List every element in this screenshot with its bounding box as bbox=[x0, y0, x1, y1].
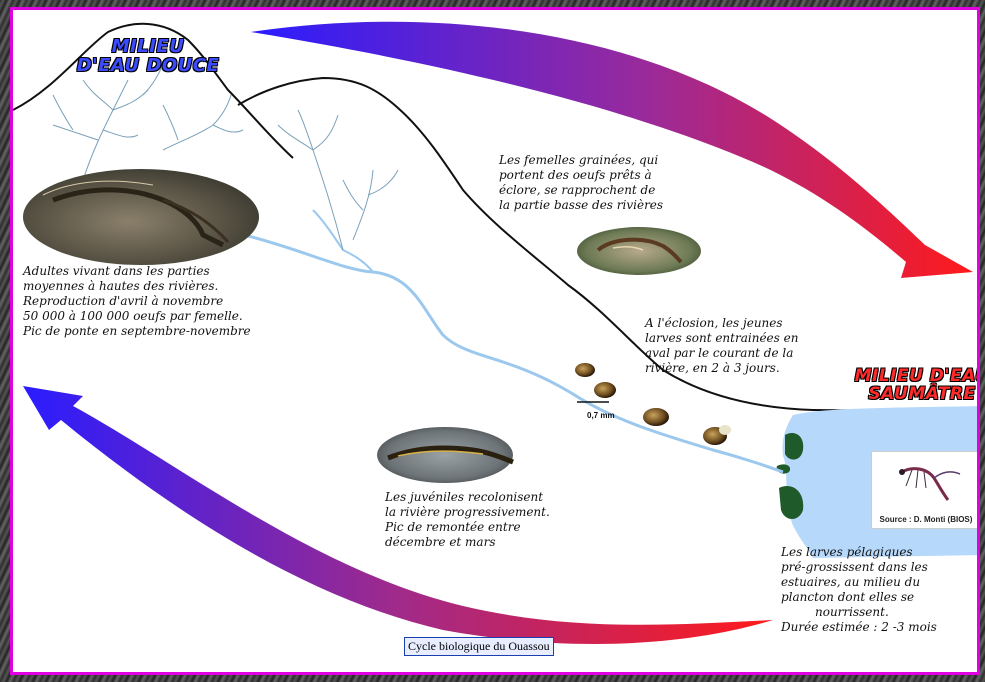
photo-adult-shrimp bbox=[23, 169, 259, 265]
photo-gravid-female bbox=[577, 227, 701, 275]
note-line: Durée estimée : 2 -3 mois bbox=[781, 620, 937, 635]
egg-2 bbox=[594, 382, 616, 398]
note-juveniles: Les juvéniles recolonisent la rivière pr… bbox=[385, 490, 550, 550]
egg-scale-label: 0,7 mm bbox=[587, 411, 615, 420]
larva-photo-box: Source : D. Monti (BIOS) bbox=[871, 451, 980, 529]
note-line: nourrissent. bbox=[781, 605, 937, 620]
note-line: portent des oeufs prêts à bbox=[499, 168, 663, 183]
note-line: aval par le courant de la bbox=[645, 346, 798, 361]
note-line: A l'éclosion, les jeunes bbox=[645, 316, 798, 331]
note-line: éclore, se rapprochent de bbox=[499, 183, 663, 198]
note-line: Les femelles grainées, qui bbox=[499, 153, 663, 168]
note-line: la partie basse des rivières bbox=[499, 198, 663, 213]
egg-3 bbox=[643, 408, 669, 426]
note-hatching: A l'éclosion, les jeunes larves sont ent… bbox=[645, 316, 798, 376]
brackish-water-title: MILIEU D'EAU SAUMÂTRE bbox=[848, 368, 980, 404]
note-line: Pic de ponte en septembre-novembre bbox=[23, 324, 251, 339]
fresh-water-title: MILIEU D'EAU DOUCE bbox=[53, 38, 243, 76]
note-line: la rivière progressivement. bbox=[385, 505, 550, 520]
note-line: pré-grossissent dans les bbox=[781, 560, 937, 575]
note-adults: Adultes vivant dans les parties moyennes… bbox=[23, 264, 251, 339]
note-line: larves sont entrainées en bbox=[645, 331, 798, 346]
photo-juvenile bbox=[377, 427, 513, 483]
note-line: Les larves pélagiques bbox=[781, 545, 937, 560]
egg-1 bbox=[575, 363, 595, 377]
note-line: estuaires, au milieu du bbox=[781, 575, 937, 590]
note-larvae: Les larves pélagiques pré-grossissent da… bbox=[781, 545, 937, 635]
note-line: 50 000 à 100 000 oeufs par femelle. bbox=[23, 309, 251, 324]
egg-5 bbox=[719, 425, 731, 435]
fresh-water-title-line: D'EAU DOUCE bbox=[53, 57, 243, 76]
river-branch bbox=[313, 210, 373, 272]
diagram-caption: Cycle biologique du Ouassou bbox=[404, 637, 554, 656]
source-label: Source : D. Monti (BIOS) bbox=[872, 515, 980, 524]
note-females: Les femelles grainées, qui portent des o… bbox=[499, 153, 663, 213]
note-line: moyennes à hautes des rivières. bbox=[23, 279, 251, 294]
tributaries-left bbox=[53, 65, 243, 180]
note-line: Pic de remontée entre bbox=[385, 520, 550, 535]
tributaries-right bbox=[278, 110, 398, 250]
note-line: Les juvéniles recolonisent bbox=[385, 490, 550, 505]
larva-icon bbox=[872, 452, 980, 512]
brackish-water-title-line: SAUMÂTRE bbox=[848, 386, 980, 404]
note-line: Adultes vivant dans les parties bbox=[23, 264, 251, 279]
note-line: décembre et mars bbox=[385, 535, 550, 550]
diagram-panel: MILIEU D'EAU DOUCE MILIEU D'EAU SAUMÂTRE… bbox=[10, 7, 980, 675]
note-line: plancton dont elles se bbox=[781, 590, 937, 605]
note-line: rivière, en 2 à 3 jours. bbox=[645, 361, 798, 376]
note-line: Reproduction d'avril à novembre bbox=[23, 294, 251, 309]
